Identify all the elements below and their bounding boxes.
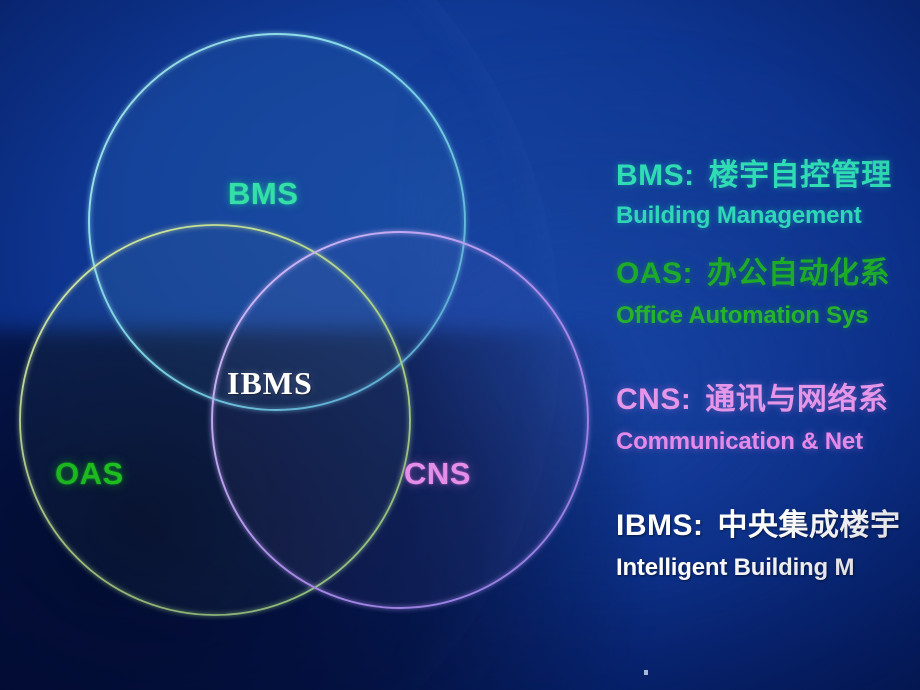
legend-cns-chinese-text: 通讯与网络系 xyxy=(705,382,889,417)
page-marker-dot xyxy=(644,670,648,675)
venn-label-oas: OAS xyxy=(55,456,124,491)
legend-cns-chinese: CNS: 通讯与网络系 xyxy=(616,374,888,418)
legend-oas-tag: OAS: xyxy=(616,257,693,290)
legend-cns-tag: CNS: xyxy=(616,383,692,416)
legend-bms-tag: BMS: xyxy=(616,159,695,192)
legend-oas-english: Office Automation Sys xyxy=(616,302,869,329)
legend-ibms-chinese-text: 中央集成楼宇 xyxy=(717,508,901,543)
legend-cns-english: Communication & Net xyxy=(616,428,863,455)
legend-ibms-english: Intelligent Building M xyxy=(616,554,855,581)
venn-circle-cns xyxy=(211,231,589,609)
venn-label-ibms: IBMS xyxy=(227,365,313,401)
legend-oas-chinese: OAS: 办公自动化系 xyxy=(616,248,890,292)
legend-bms-chinese-text: 楼宇自控管理 xyxy=(708,158,892,193)
venn-label-bms: BMS xyxy=(228,176,299,211)
venn-circle-oas xyxy=(19,224,411,616)
legend-oas-chinese-text: 办公自动化系 xyxy=(707,256,890,291)
background-dark-corner xyxy=(0,330,640,690)
legend-bms-chinese: BMS: 楼宇自控管理 xyxy=(616,150,892,194)
legend-bms-english: Building Management xyxy=(616,202,862,229)
legend-list: BMS: 楼宇自控管理 Building Management OAS: 办公自动化… xyxy=(616,150,920,620)
legend-ibms-chinese: IBMS: 中央集成楼宇 xyxy=(616,500,901,544)
venn-circle-bms xyxy=(88,33,466,411)
legend-ibms-tag: IBMS: xyxy=(616,509,704,542)
venn-diagram xyxy=(19,33,589,616)
venn-label-cns: CNS xyxy=(404,456,471,491)
